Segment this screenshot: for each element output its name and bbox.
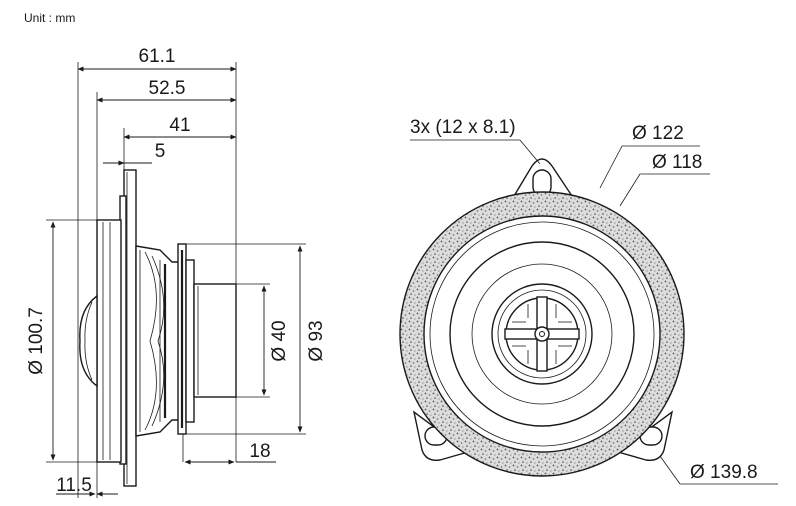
dim-overall-depth: 61.1 — [139, 46, 176, 67]
side-view: 61.1 52.5 41 5 Ø 100.7 Ø 40 Ø 93 18 11.5 — [26, 46, 327, 498]
dim-magnet: Ø 40 — [269, 320, 290, 361]
dim-depth-3: 41 — [169, 115, 190, 136]
unit-label: Unit : mm — [24, 11, 75, 25]
dim-mount: Ø 139.8 — [690, 462, 758, 483]
dim-depth-2: 52.5 — [149, 78, 186, 99]
dim-height: Ø 100.7 — [26, 307, 47, 375]
dim-holes: 3x (12 x 8.1) — [410, 117, 516, 138]
front-view: 3x (12 x 8.1) Ø 122 Ø 118 Ø 139.8 — [399, 117, 778, 485]
dim-magnet-depth: 18 — [249, 441, 270, 462]
dim-flange: 5 — [155, 141, 166, 162]
tweeter-bridge — [504, 296, 580, 372]
dim-outer: Ø 122 — [632, 123, 684, 144]
dim-cutout: Ø 118 — [652, 152, 702, 173]
dim-basket: Ø 93 — [306, 320, 327, 361]
dim-front: 11.5 — [56, 475, 92, 496]
